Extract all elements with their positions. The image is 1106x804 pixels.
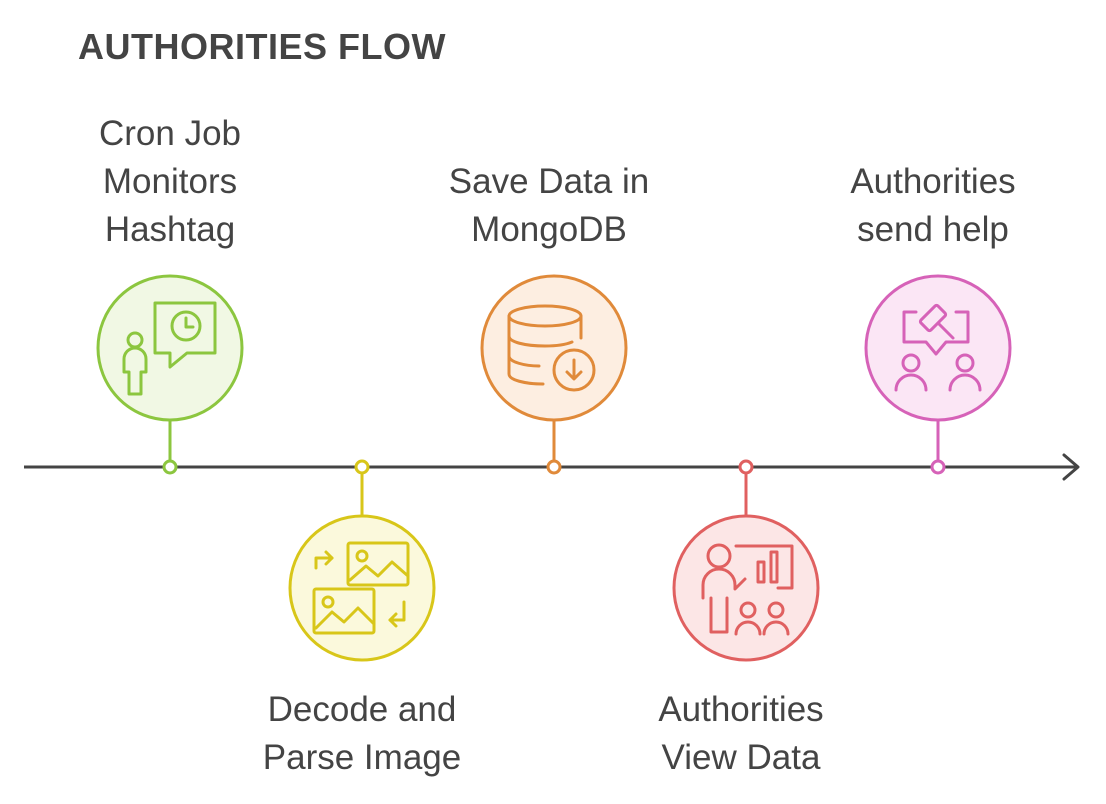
step-2-label-line-1: Decode and	[267, 690, 457, 729]
step-5-circle	[864, 274, 1012, 422]
step-5-label-line-2: send help	[857, 210, 1009, 249]
step-1-label: Cron Job Monitors Hashtag	[55, 110, 285, 254]
step-1-label-line-2: Monitors	[102, 162, 238, 201]
database-download-icon	[507, 304, 596, 392]
step-1-dot	[162, 459, 178, 475]
step-5-label: Authorities send help	[798, 158, 1068, 254]
step-4-label-line-1: Authorities	[658, 690, 824, 729]
step-5-dot	[930, 459, 946, 475]
step-5	[864, 274, 1012, 475]
person-clock-chat-icon	[122, 301, 217, 396]
step-1	[96, 274, 244, 475]
step-2-label: Decode and Parse Image	[227, 686, 497, 782]
step-3-label-line-1: Save Data in	[448, 162, 650, 201]
gavel-people-icon	[894, 303, 982, 392]
step-4-circle	[672, 514, 820, 662]
step-3-circle	[480, 274, 628, 422]
step-1-label-line-3: Hashtag	[104, 210, 236, 249]
step-2-label-line-2: Parse Image	[262, 738, 462, 777]
step-4-label: Authorities View Data	[606, 686, 876, 782]
step-4	[672, 459, 820, 662]
step-4-dot	[738, 459, 754, 475]
image-convert-icon	[312, 541, 410, 635]
step-3-label-line-2: MongoDB	[471, 210, 627, 249]
step-1-label-line-1: Cron Job	[98, 114, 242, 153]
step-1-circle	[96, 274, 244, 422]
arrow-head-icon	[1062, 453, 1080, 481]
step-3	[480, 274, 628, 475]
step-5-label-line-1: Authorities	[850, 162, 1016, 201]
step-2	[288, 459, 436, 662]
presentation-audience-icon	[701, 543, 794, 636]
step-2-dot	[354, 459, 370, 475]
step-4-label-line-2: View Data	[661, 738, 821, 777]
diagram-title: AUTHORITIES FLOW	[78, 26, 446, 67]
step-3-label: Save Data in MongoDB	[414, 158, 684, 254]
step-3-dot	[546, 459, 562, 475]
